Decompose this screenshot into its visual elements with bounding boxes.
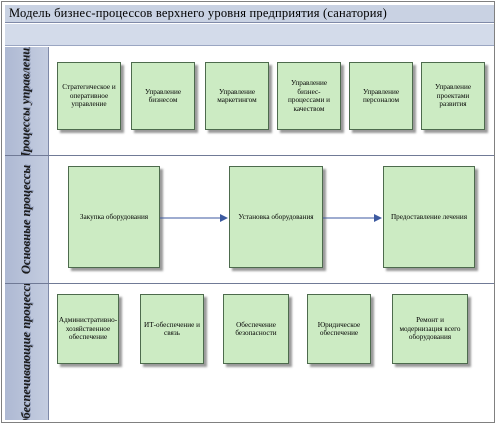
process-box-process-quality-management: Управление бизнес-процессами и качеством [277,62,341,130]
process-box-legal-support: Юридическое обеспечение [307,294,371,364]
process-box-treatment-provision: Предоставление лечения [383,166,475,268]
process-box-equipment-purchase: Закупка оборудования [68,166,160,268]
process-box-administrative-support: Административно-хозяйственное обеспечени… [57,294,119,364]
diagram-title: Модель бизнес-процессов верхнего уровня … [5,5,494,23]
process-box-equipment-maintenance: Ремонт и модернизация всего оборудования [392,294,468,364]
header-band [5,24,494,46]
process-box-strategic-management: Стратегическое и оперативное управление [57,62,121,130]
lane-label-management: Процессы управления [5,47,49,155]
lane-divider [5,155,494,156]
process-box-marketing-management: Управление маркетингом [205,62,269,130]
lane-label-support: Обеспечивающие процессы [5,284,49,420]
process-box-hr-management: Управление персоналом [349,62,413,130]
lane-label-core: Основные процессы [5,156,49,283]
process-box-it-support: ИТ-обеспечение и связь [140,294,204,364]
lane-management [49,47,494,155]
process-box-equipment-installation: Установка оборудования [229,166,323,268]
process-box-security-support: Обеспечение безопасности [223,294,289,364]
process-box-business-management: Управление бизнесом [131,62,195,130]
process-box-project-management: Управление проектами развития [421,62,485,130]
lane-divider [5,283,494,284]
